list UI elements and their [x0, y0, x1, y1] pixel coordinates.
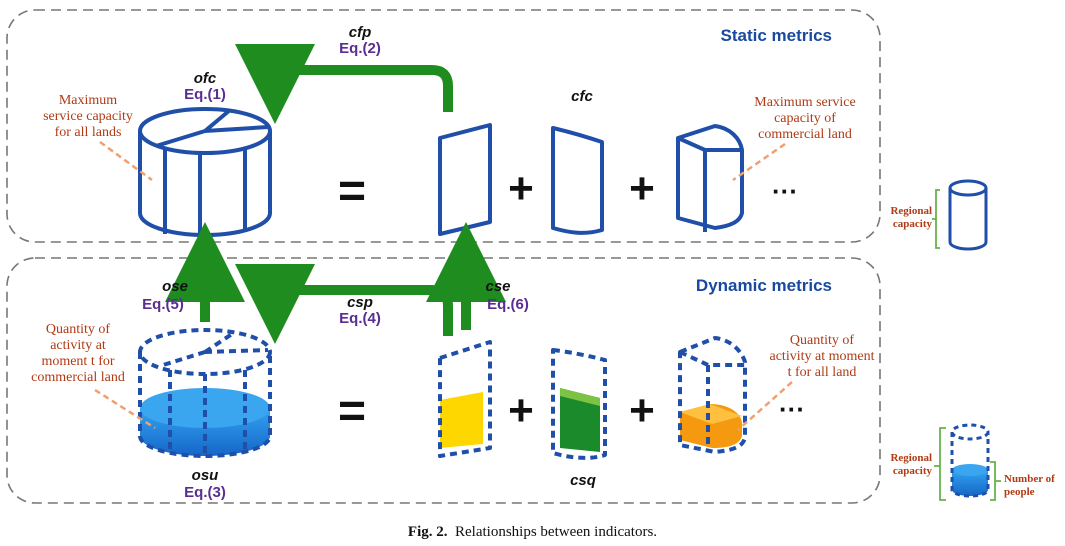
commercial-piece — [438, 123, 492, 236]
svg-text:activity at moment: activity at moment — [770, 349, 875, 364]
caption-prefix: Fig. 2. — [407, 524, 448, 540]
annotation-max-commercial: Maximum service capacity of commercial l… — [754, 95, 855, 142]
svg-text:service capacity: service capacity — [43, 109, 133, 124]
osu-label: osu — [192, 467, 219, 484]
cfp-eq: Eq.(2) — [339, 40, 381, 57]
svg-text:Number of: Number of — [1004, 473, 1055, 485]
caption-text: Relationships between indicators. — [455, 524, 658, 540]
svg-text:Maximum service: Maximum service — [754, 95, 855, 110]
leader-qty-commercial — [94, 388, 156, 430]
annotation-qty-commercial: Quantity of activity at moment t for com… — [31, 322, 125, 385]
svg-text:commercial land: commercial land — [31, 370, 125, 385]
svg-text:Regional: Regional — [890, 205, 932, 217]
ose-eq: Eq.(5) — [142, 296, 184, 313]
ofc-label: ofc — [194, 70, 217, 87]
equals-dynamic: = — [338, 385, 366, 438]
svg-text:moment t for: moment t for — [41, 354, 114, 369]
svg-text:for all lands: for all lands — [55, 125, 122, 140]
svg-text:commercial land: commercial land — [758, 127, 852, 142]
svg-text:Maximum: Maximum — [59, 93, 117, 108]
plus-static-2: + — [629, 164, 655, 213]
land-piece-2-filled — [551, 348, 607, 460]
annotation-qty-all: Quantity of activity at moment t for all… — [770, 333, 875, 380]
ellipsis-static: ··· — [772, 176, 798, 206]
land-piece-3 — [676, 124, 744, 232]
csp-eq: Eq.(4) — [339, 310, 381, 327]
ose-label: ose — [162, 278, 188, 295]
ellipsis-dynamic: ··· — [779, 394, 805, 424]
relationship-diagram: Static metrics Dynamic metrics = + + ···… — [6, 9, 1055, 504]
land-piece-2 — [551, 126, 604, 235]
static-title: Static metrics — [721, 26, 833, 45]
svg-text:Regional: Regional — [890, 452, 932, 464]
legend-static: Regional capacity — [890, 179, 988, 251]
svg-text:capacity: capacity — [893, 465, 933, 477]
number-of-people-icon — [950, 423, 990, 498]
cfc-label: cfc — [571, 88, 593, 105]
csp-label: csp — [347, 294, 373, 311]
leader-max-commercial — [732, 142, 786, 182]
figure-caption: Fig. 2. Relationships between indicators… — [0, 524, 1065, 541]
svg-text:capacity of: capacity of — [774, 111, 836, 126]
ofc-cylinder — [138, 107, 272, 237]
leader-qty-all — [737, 381, 793, 431]
svg-text:capacity: capacity — [893, 218, 933, 230]
equals-static: = — [338, 165, 366, 218]
osu-cylinder — [138, 328, 272, 458]
dynamic-title: Dynamic metrics — [696, 276, 832, 295]
cse-label: cse — [485, 278, 510, 295]
osu-eq: Eq.(3) — [184, 484, 226, 501]
plus-static-1: + — [508, 164, 534, 213]
annotation-max-all: Maximum service capacity for all lands — [43, 93, 133, 140]
leader-max-all — [99, 140, 153, 182]
csq-label: csq — [570, 472, 596, 489]
commercial-piece-filled — [438, 340, 492, 458]
cfp-label: cfp — [349, 24, 372, 41]
plus-dynamic-1: + — [508, 386, 534, 435]
plus-dynamic-2: + — [629, 386, 655, 435]
svg-text:t for all land: t for all land — [788, 365, 857, 380]
land-piece-3-filled — [678, 336, 747, 454]
regional-capacity-icon — [948, 179, 988, 251]
cfp-arrow — [235, 43, 453, 124]
csp-arrow — [235, 263, 453, 344]
svg-text:Quantity of: Quantity of — [790, 333, 854, 348]
svg-text:activity at: activity at — [50, 338, 106, 353]
svg-text:Quantity of: Quantity of — [46, 322, 110, 337]
svg-text:people: people — [1004, 486, 1035, 498]
cse-eq: Eq.(6) — [487, 296, 529, 313]
ofc-eq: Eq.(1) — [184, 86, 226, 103]
legend-dynamic: Regional capacity Number of people — [890, 423, 1055, 501]
